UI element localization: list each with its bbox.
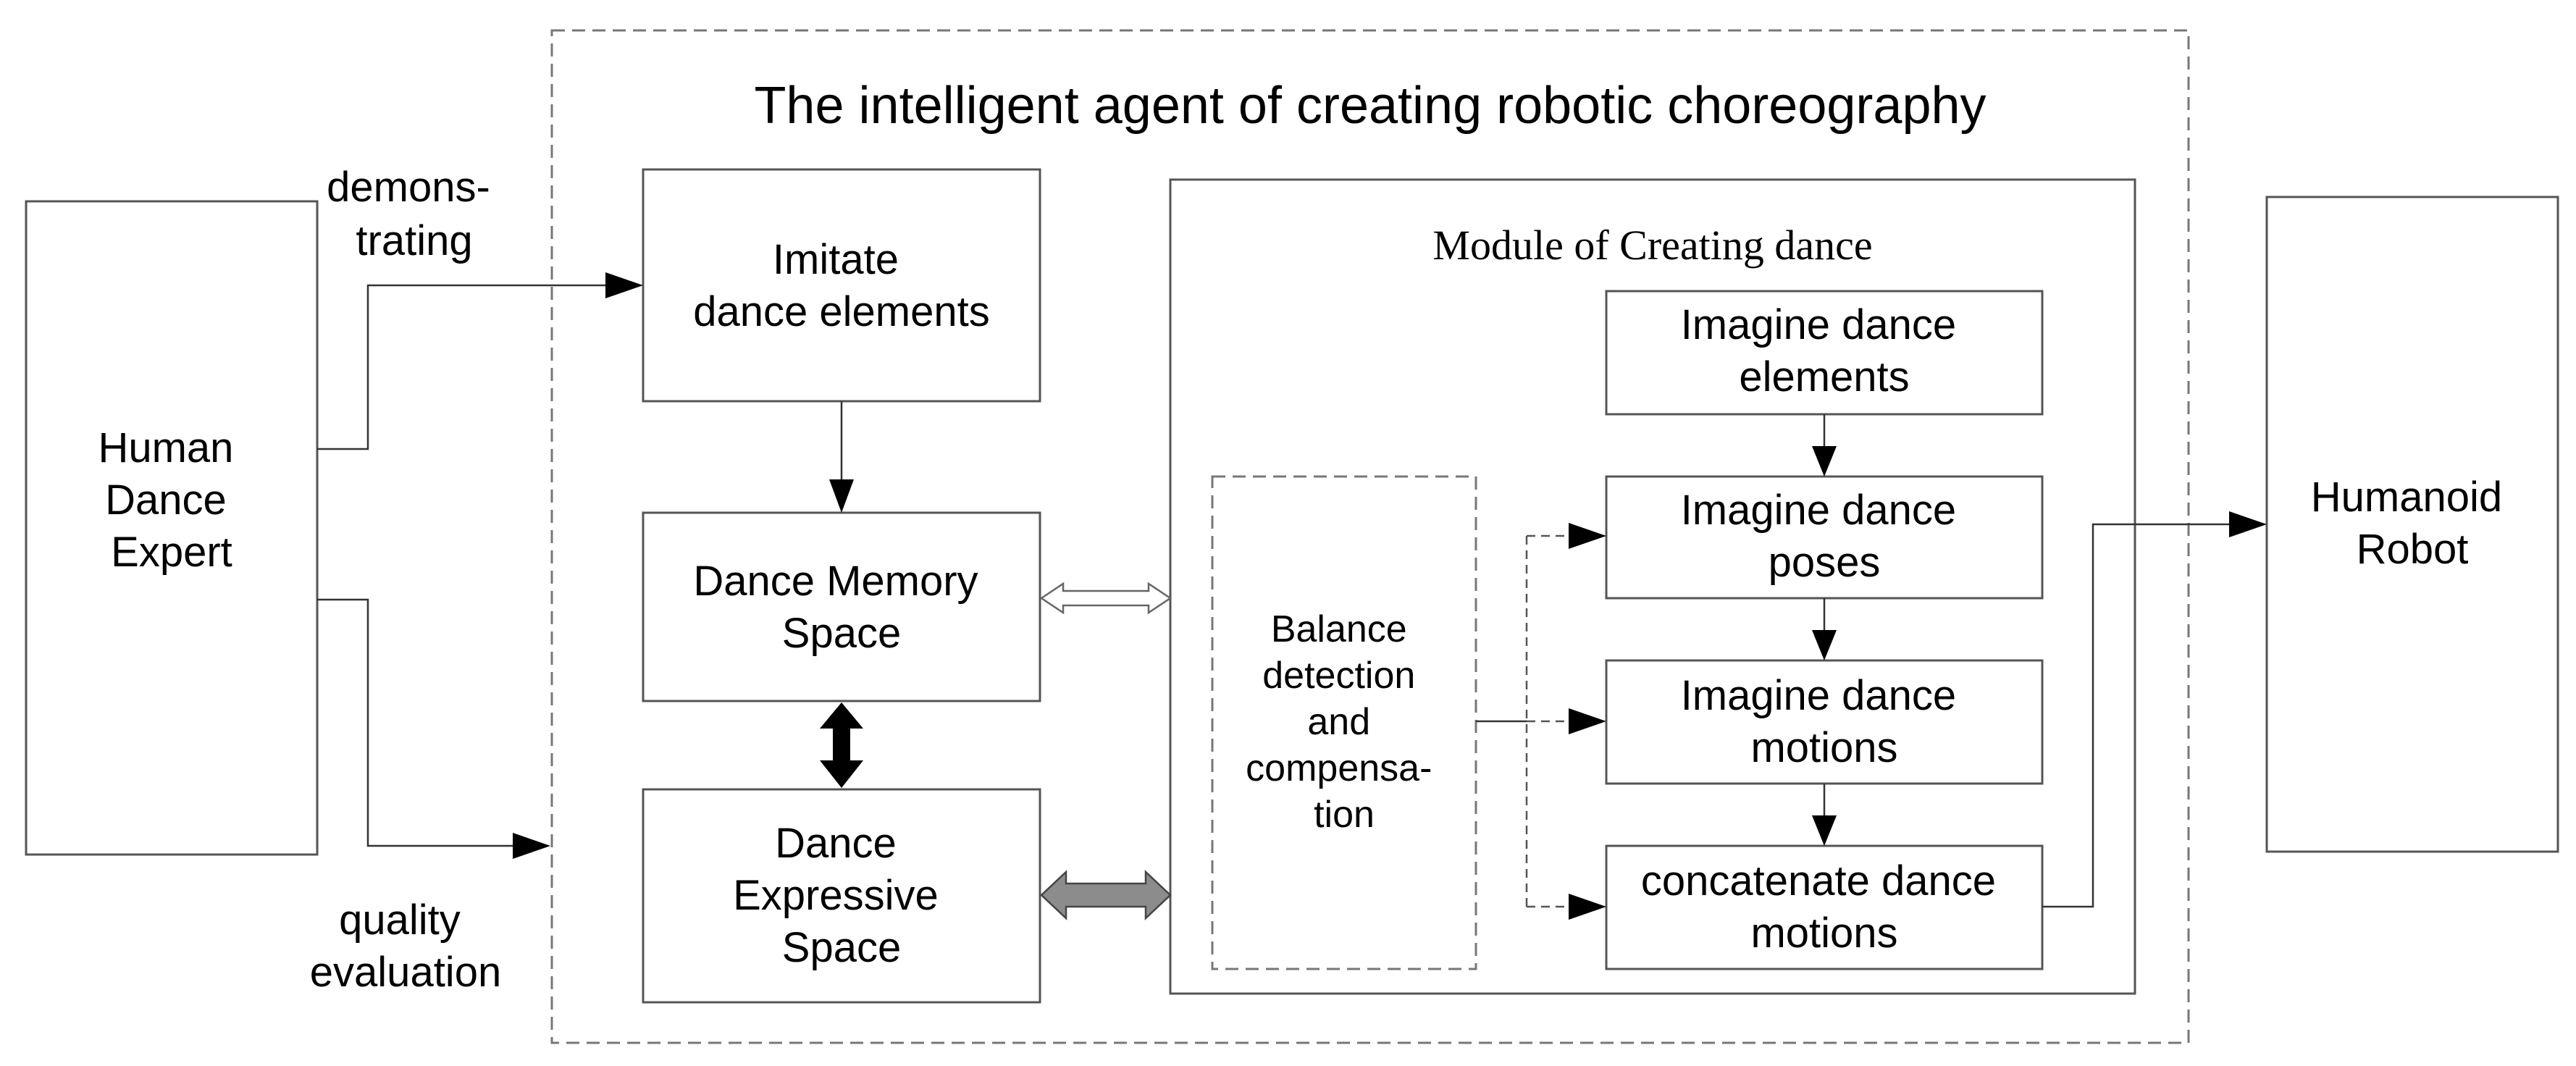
- quality-evaluation-label: quality evaluation: [310, 897, 501, 996]
- quality-arrowhead: [513, 833, 550, 859]
- motions-to-concatenate-arrowhead: [1812, 815, 1837, 846]
- agent-title: The intelligent agent of creating roboti…: [754, 77, 1986, 135]
- memory-box: [642, 511, 1041, 702]
- imagine-elements-box: [1605, 290, 2044, 416]
- imagine-elements-label: Imagine dance elements: [1681, 301, 1968, 400]
- quality-connector: [317, 598, 516, 847]
- robot-label: Humanoid Robot: [2311, 474, 2514, 573]
- balance-to-poses-arrowhead: [1569, 523, 1606, 549]
- balance-to-concatenate-arrowhead: [1569, 894, 1606, 920]
- demonstrating-label: demons- trating: [327, 164, 502, 264]
- robot-box: [2265, 196, 2559, 853]
- demonstrating-arrowhead: [605, 272, 643, 298]
- demonstrating-connector: [317, 284, 607, 450]
- output-arrowhead: [2229, 511, 2267, 537]
- imagine-motions-label: Imagine dance motions: [1681, 672, 1968, 771]
- imitate-to-memory-arrowhead: [829, 479, 854, 513]
- output-connector: [2042, 523, 2231, 908]
- imagine-poses-label: Imagine dance poses: [1681, 487, 1968, 586]
- memory-label: Dance Memory Space: [693, 558, 989, 657]
- memory-module-bidirectional-arrow: [1039, 582, 1172, 615]
- poses-to-motions-arrowhead: [1812, 630, 1837, 660]
- expressive-label: Dance Expressive Space: [733, 820, 950, 971]
- concatenate-box: [1605, 844, 2044, 970]
- imagine-poses-box: [1605, 475, 2044, 600]
- imitate-label: Imitate dance elements: [693, 236, 989, 335]
- human-expert-box: [25, 200, 319, 856]
- balance-box: [1211, 475, 1477, 970]
- module-title: Module of Creating dance: [1432, 222, 1872, 269]
- expressive-module-bidirectional-arrow: [1040, 870, 1172, 920]
- elements-to-poses-arrowhead: [1812, 446, 1837, 477]
- human-expert-label: Human Dance Expert: [98, 424, 245, 576]
- agent-frame: [550, 29, 2190, 1044]
- concatenate-label: concatenate dance motions: [1641, 857, 2007, 957]
- balance-to-motions-arrowhead: [1569, 708, 1606, 734]
- balance-label: Balance detection and compensa- tion: [1246, 608, 1443, 836]
- memory-expressive-bidirectional-arrow: [820, 702, 863, 788]
- expressive-box: [642, 788, 1041, 1004]
- imitate-box: [642, 168, 1041, 403]
